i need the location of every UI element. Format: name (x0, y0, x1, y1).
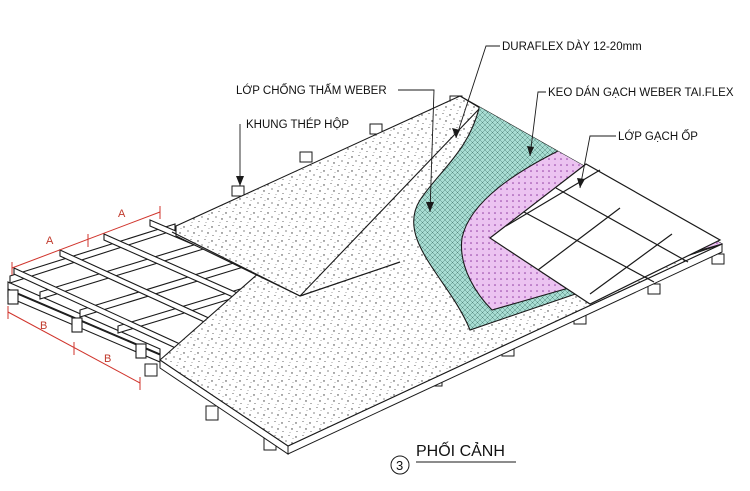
dimension-lines (7, 206, 161, 390)
dimension-b-1: B (40, 320, 47, 332)
leader-arrowheads (236, 128, 585, 212)
view-number-circle (390, 455, 410, 475)
view-number: 3 (396, 458, 403, 473)
label-tile-layer: LỚP GẠCH ỐP (618, 129, 698, 143)
dimension-a-1: A (46, 235, 54, 247)
leader-lines (239, 45, 616, 213)
label-weber-waterproof: LỚP CHỐNG THẤM WEBER (236, 83, 387, 97)
tile-layer (488, 163, 722, 305)
label-duraflex: DURAFLEX DÀY 12-20mm (502, 40, 642, 53)
label-tile-adhesive: KEO DÁN GẠCH WEBER TAI.FLEX (548, 86, 734, 99)
dimension-b-2: B (104, 353, 111, 365)
view-title: PHỐI CẢNH (416, 440, 505, 460)
dimension-a-2: A (118, 208, 126, 220)
label-steel-frame: KHUNG THÉP HỘP (246, 118, 349, 131)
